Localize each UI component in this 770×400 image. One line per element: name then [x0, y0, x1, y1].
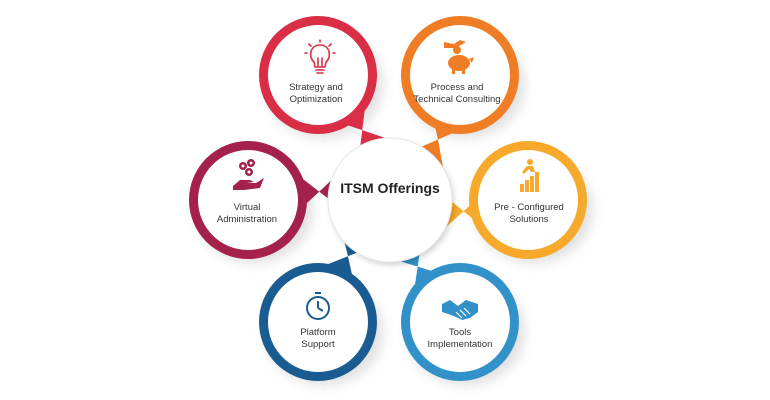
hand-with-gears-icon [233, 159, 264, 190]
petal-label-virtual: Virtual Administration [187, 202, 307, 226]
clock-icon [306, 292, 330, 320]
petal-label-line: Solutions [509, 214, 549, 225]
center-circle-edge [327, 137, 453, 263]
petal-label-line: Process and [430, 82, 484, 93]
petal-label-line: Support [301, 339, 335, 350]
growth-chart-runner-icon [520, 159, 539, 192]
petal-label-tools: Tools Implementation [400, 327, 520, 351]
petal-circle-strategy [268, 25, 368, 125]
petal-circle-virtual [198, 150, 298, 250]
petal-label-line: Tools [448, 327, 472, 338]
petal-circle-process [410, 25, 510, 125]
petal-circles [189, 16, 587, 381]
petal-label-line: Pre - Configured [494, 202, 564, 213]
handshake-icon [442, 300, 478, 320]
center-circle [328, 138, 452, 262]
lightbulb-icon [304, 39, 336, 74]
petal-label-line: Administration [216, 214, 278, 225]
petal-label-line: Technical Consulting [413, 94, 501, 105]
petal-label-preconfigured: Pre - Configured Solutions [469, 202, 589, 226]
petal-label-strategy: Strategy and Optimization [256, 82, 376, 106]
petal-label-line: Implementation [427, 339, 493, 350]
piggy-bank-coin-icon [444, 40, 474, 74]
petal-label-platform: Platform Support [258, 327, 378, 351]
petal-circle-tools [410, 272, 510, 372]
center-title: ITSM Offerings [340, 180, 440, 196]
petal-label-line: Virtual [233, 202, 261, 213]
petal-label-process: Process and Technical Consulting [397, 82, 517, 106]
petal-label-line: Platform [300, 327, 336, 338]
petal-circle-preconfigured [478, 150, 578, 250]
petal-label-line: Optimization [289, 94, 343, 105]
petal-label-line: Strategy and [289, 82, 343, 93]
petal-circle-platform [268, 272, 368, 372]
